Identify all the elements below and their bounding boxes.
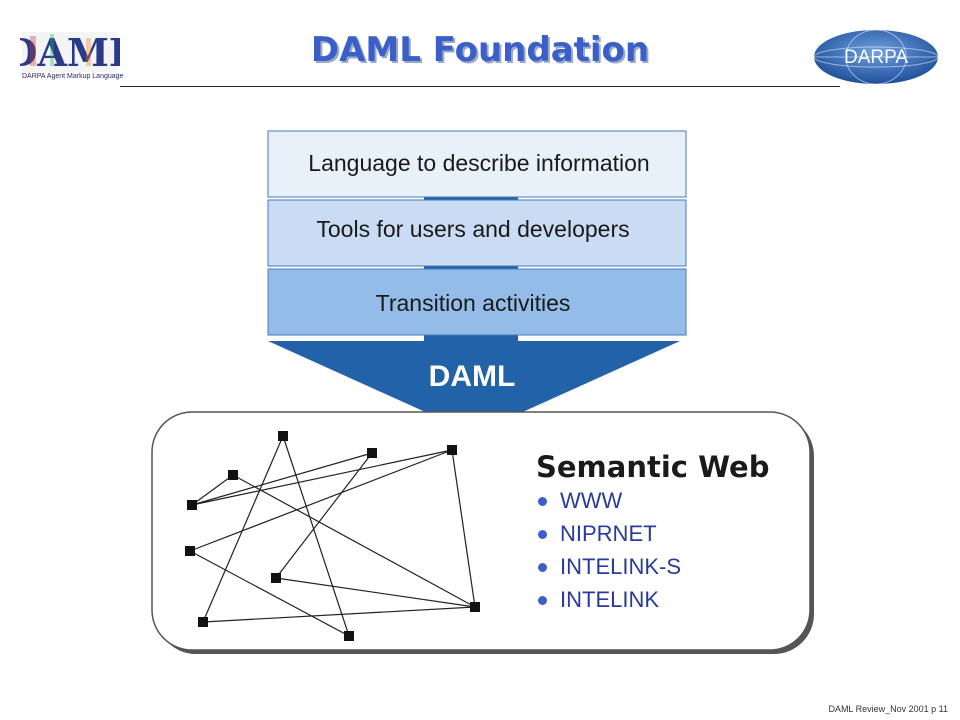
connector-2 — [424, 265, 518, 269]
stack-label-tools: Tools for users and developers — [316, 216, 630, 242]
bullet-icon — [538, 563, 547, 572]
stack-box-language — [267, 130, 687, 198]
network-edge — [202, 606, 476, 623]
network-node — [228, 470, 238, 480]
bullet-icon — [538, 596, 547, 605]
network-node — [470, 602, 480, 612]
network-nodes — [185, 431, 480, 641]
daml-logo-wordmark: DAML — [20, 30, 120, 75]
network-edge — [232, 474, 476, 608]
darpa-logo-text: DARPA — [844, 47, 908, 68]
network-edge — [451, 449, 476, 608]
network-node — [271, 573, 281, 583]
connector-3 — [424, 335, 518, 343]
network-node — [187, 500, 197, 510]
bullet-icon — [538, 497, 547, 506]
network-edge — [282, 435, 350, 637]
network-edge — [275, 452, 373, 579]
network-node — [185, 546, 195, 556]
network-node — [278, 431, 288, 441]
network-edge — [189, 550, 350, 637]
network-edge — [189, 449, 453, 552]
list-item: INTELINK — [536, 587, 681, 620]
network-node — [344, 631, 354, 641]
list-item: INTELINK-S — [536, 554, 681, 587]
network-node — [367, 448, 377, 458]
semantic-web-title: Semantic Web — [536, 450, 770, 484]
network-edge — [191, 452, 373, 506]
slide-footer: DAML Review_Nov 2001 p 11 — [828, 704, 948, 714]
connector-1 — [424, 196, 518, 200]
bullet-icon — [538, 530, 547, 539]
darpa-logo: DARPA — [813, 29, 939, 85]
stack-label-transition: Transition activities — [375, 290, 571, 316]
list-item-label: INTELINK-S — [560, 554, 682, 579]
daml-arrow — [268, 341, 680, 434]
list-item: WWW — [536, 488, 681, 521]
network-edges — [189, 435, 476, 637]
network-node — [198, 617, 208, 627]
network-edge — [191, 449, 453, 506]
network-edge — [191, 474, 234, 506]
daml-logo-caption: DARPA Agent Markup Language — [22, 73, 124, 80]
header-rule — [120, 86, 840, 87]
daml-arrow-label: DAML — [428, 360, 516, 393]
semantic-web-panel — [151, 411, 811, 651]
network-edge — [275, 577, 476, 608]
page-title: DAML Foundation — [310, 30, 650, 70]
list-item-label: INTELINK — [560, 587, 660, 612]
daml-logo: DAML — [20, 30, 120, 75]
semantic-web-list: WWW NIPRNET INTELINK-S INTELINK — [536, 488, 681, 620]
list-item-label: NIPRNET — [560, 521, 657, 546]
stack-box-tools — [267, 199, 687, 267]
network-edge — [202, 435, 284, 623]
list-item: NIPRNET — [536, 521, 681, 554]
list-item-label: WWW — [560, 488, 623, 513]
network-node — [447, 445, 457, 455]
stack-label-language: Language to describe information — [308, 150, 650, 176]
stack-box-transition — [267, 268, 687, 336]
